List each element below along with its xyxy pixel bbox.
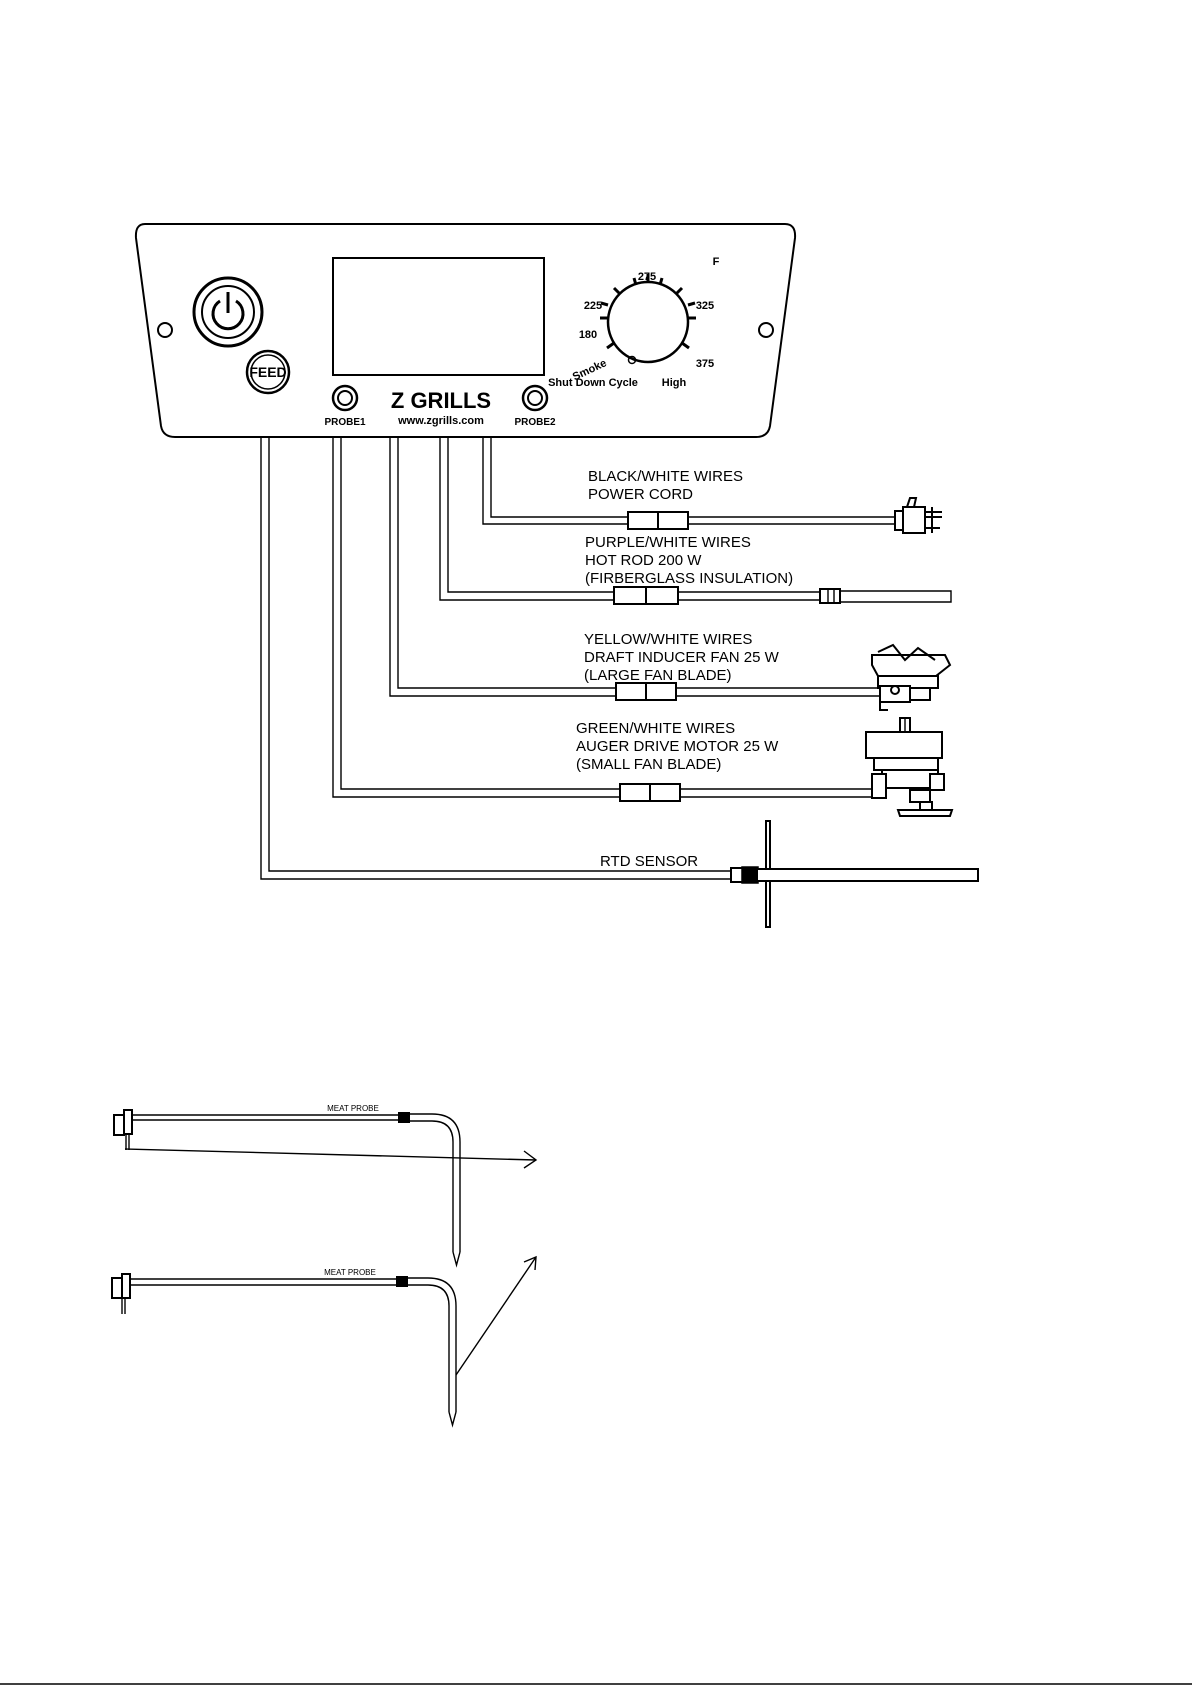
wire-label-4a: GREEN/WHITE WIRES: [576, 720, 735, 737]
probe1-label: PROBE1: [324, 417, 366, 428]
dial-375: 375: [696, 358, 714, 370]
wire-label-2a: PURPLE/WHITE WIRES: [585, 534, 751, 551]
auger-motor-harness: GREEN/WHITE WIRES AUGER DRIVE MOTOR 25 W…: [332, 437, 954, 817]
dial-180: 180: [579, 329, 597, 341]
left-mount-hole: [157, 322, 173, 338]
temperature-dial[interactable]: [600, 274, 696, 365]
brand-name: Z GRILLS: [391, 388, 491, 413]
power-cord-harness: BLACK/WHITE WIRES POWER CORD: [482, 437, 942, 534]
wire-label-4c: (SMALL FAN BLADE): [576, 756, 721, 773]
meat-probe-1-label: MEAT PROBE: [327, 1104, 379, 1113]
probe1-port[interactable]: [331, 384, 359, 412]
dial-indicator: [627, 355, 637, 365]
wire-label-3c: (LARGE FAN BLADE): [584, 667, 732, 684]
unit-label: F: [713, 256, 720, 268]
wire-label-3b: DRAFT INDUCER FAN 25 W: [584, 649, 780, 666]
display-screen: [332, 257, 545, 376]
dial-shutdown: Shut Down Cycle: [548, 377, 638, 389]
dial-ticks: [600, 274, 696, 350]
feed-button[interactable]: FEED: [245, 349, 291, 395]
brand-website: www.zgrills.com: [397, 415, 484, 427]
wire-label-5: RTD SENSOR: [600, 853, 698, 870]
power-button[interactable]: [192, 276, 264, 348]
wire-label-1b: POWER CORD: [588, 486, 693, 503]
probe2-port[interactable]: [521, 384, 549, 412]
dial-high: High: [662, 377, 687, 389]
power-plug: [894, 497, 942, 534]
power-icon: [211, 299, 245, 331]
rtd-sensor-harness: RTD SENSOR: [260, 437, 979, 928]
hot-rod-harness: PURPLE/WHITE WIRES HOT ROD 200 W (FIRBER…: [439, 437, 952, 605]
auger-motor-icon: [865, 717, 954, 817]
wire-label-4b: AUGER DRIVE MOTOR 25 W: [576, 738, 779, 755]
wire-label-2b: HOT ROD 200 W: [585, 552, 702, 569]
meat-probe-1: MEAT PROBE: [113, 1104, 538, 1268]
dial-275: 275: [638, 271, 656, 283]
dial-325: 325: [696, 300, 714, 312]
probe2-label: PROBE2: [514, 417, 556, 428]
draft-fan-harness: YELLOW/WHITE WIRES DRAFT INDUCER FAN 25 …: [389, 437, 952, 711]
control-panel: FEED PROBE1 PROBE2 Z GRILLS www.zgrills.…: [134, 223, 797, 438]
dial-225: 225: [584, 300, 602, 312]
fan-motor-icon: [871, 643, 952, 711]
right-mount-hole: [758, 322, 774, 338]
meat-probe-2-label: MEAT PROBE: [324, 1268, 376, 1277]
meat-probe-2: MEAT PROBE: [111, 1255, 537, 1428]
wire-label-2c: (FIRBERGLASS INSULATION): [585, 570, 793, 587]
wire-label-1a: BLACK/WHITE WIRES: [588, 468, 743, 485]
wire-label-3a: YELLOW/WHITE WIRES: [584, 631, 752, 648]
feed-label: FEED: [249, 364, 286, 380]
